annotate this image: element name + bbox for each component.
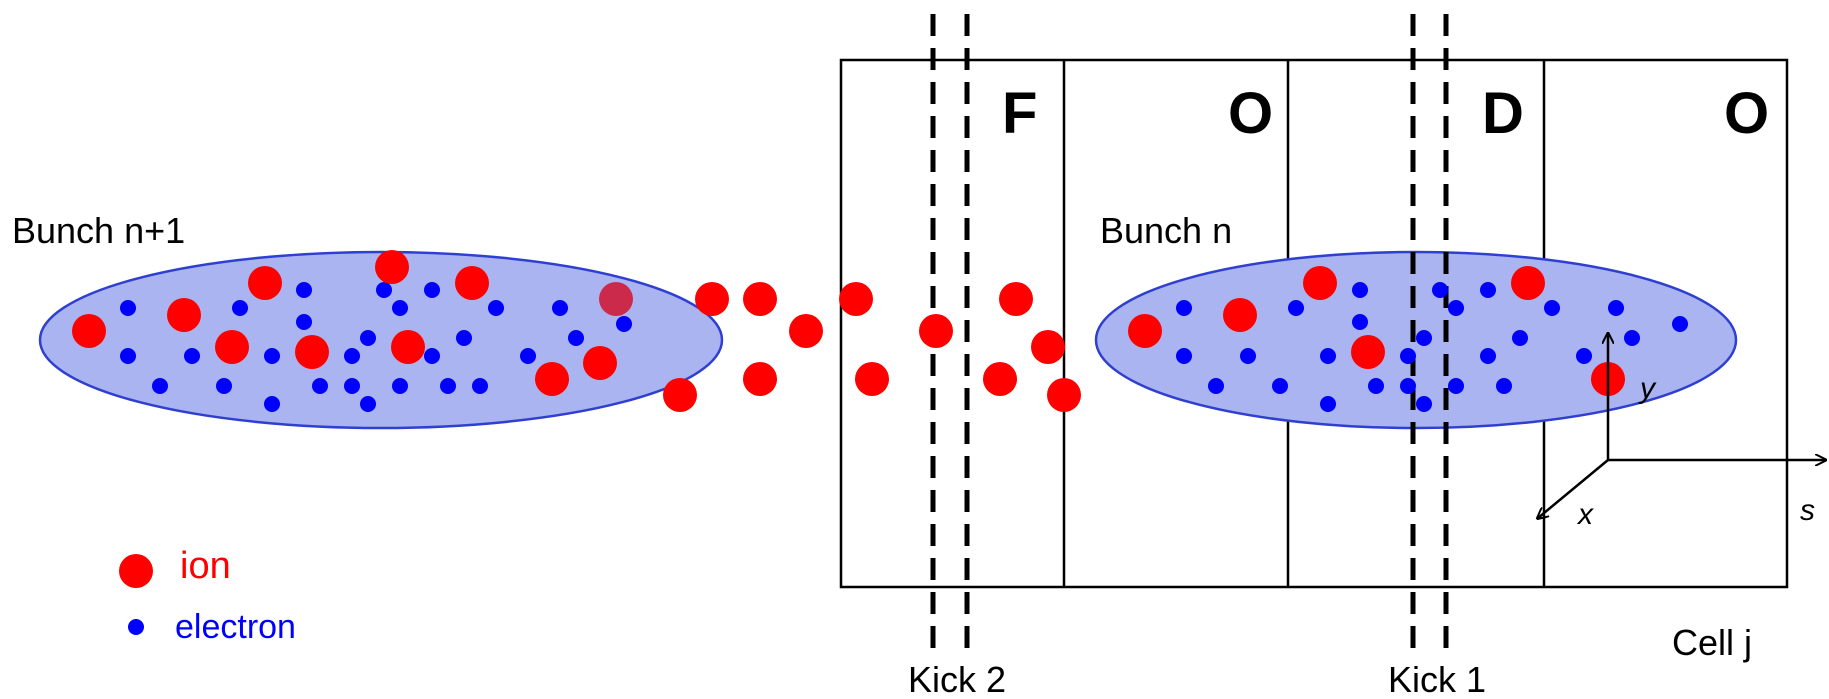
label-bunch-n-plus-1: Bunch n+1 (12, 210, 185, 251)
bunch-n (1094, 250, 1738, 430)
axis-label-s: s (1800, 494, 1815, 527)
label-bunch-n: Bunch n (1100, 210, 1232, 251)
axis-label-x: x (1576, 498, 1594, 531)
segment-label-o1: O (1228, 81, 1273, 146)
legend-electron-label: electron (175, 608, 296, 646)
label-kick-2: Kick 2 (908, 659, 1006, 699)
coordinate-axes (1538, 334, 1825, 518)
label-kick-1: Kick 1 (1388, 659, 1486, 699)
legend-ion-marker (119, 554, 153, 588)
electrons-bunch-n-plus-1 (120, 282, 632, 412)
kick-1-lines (1410, 14, 1449, 652)
segment-label-f: F (1002, 81, 1037, 146)
electrons-bunch-n (1176, 282, 1688, 412)
legend: ion electron (119, 545, 296, 646)
segment-label-o2: O (1724, 81, 1769, 146)
legend-electron-marker (128, 619, 144, 635)
segment-label-d: D (1482, 81, 1524, 146)
axis-x (1538, 459, 1609, 518)
axis-label-y: y (1638, 372, 1657, 405)
ions-trailing (663, 282, 1081, 412)
ions-bunch-n-plus-1 (72, 250, 633, 396)
legend-ion-label: ion (180, 545, 231, 587)
label-cell-j: Cell j (1672, 622, 1752, 663)
cell-box (839, 58, 1789, 589)
